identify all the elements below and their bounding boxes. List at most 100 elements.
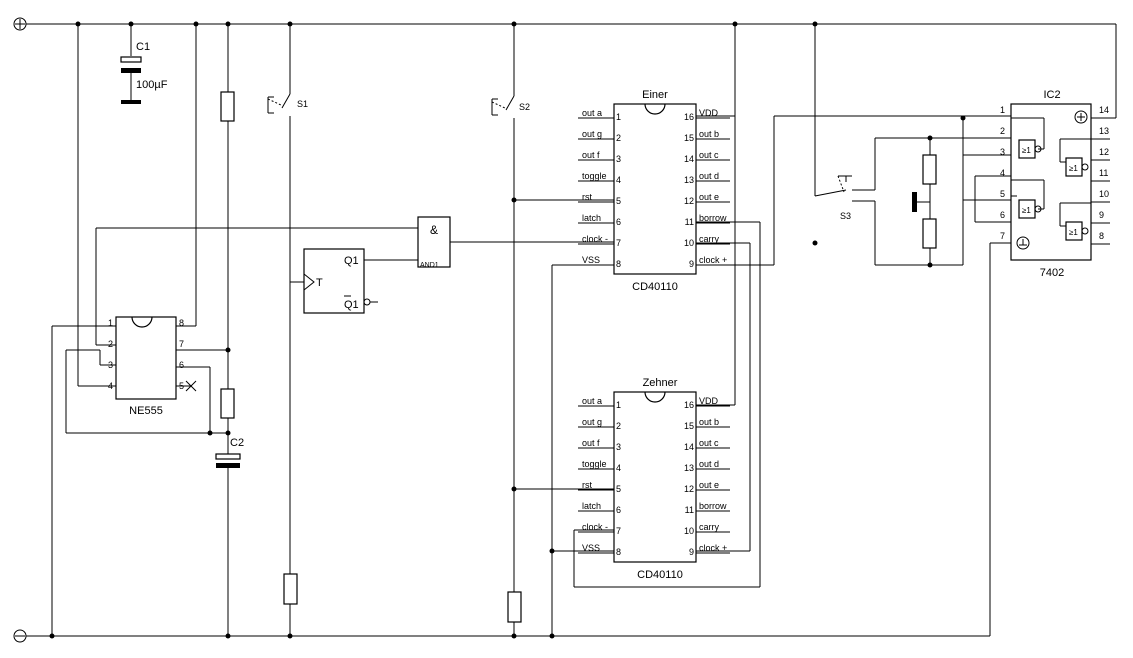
- ic2-right-pin: 8: [1099, 231, 1104, 241]
- s2-label: S2: [519, 102, 530, 112]
- zehner-right-label: borrow: [699, 501, 727, 511]
- negative-rail: [13, 629, 990, 643]
- zehner-right-label: out b: [699, 417, 719, 427]
- zehner-right-label: out d: [699, 459, 719, 469]
- zehner-right-label: out e: [699, 480, 719, 490]
- ne555-pin-6: 6: [179, 360, 184, 370]
- einer-right-label: carry: [699, 234, 719, 244]
- ic2-right-pin: 13: [1099, 126, 1109, 136]
- ic2-left-pin: 5: [1000, 189, 1005, 199]
- switch-s2: S2: [491, 24, 614, 636]
- and-label: AND1: [420, 262, 439, 269]
- junction-dots: [49, 21, 966, 639]
- c2-label: C2: [230, 437, 244, 449]
- einer-left-label: out a: [582, 108, 602, 118]
- einer-right-label: out e: [699, 192, 719, 202]
- ff-clock-label: T: [316, 277, 323, 289]
- zehner-left-label: out g: [582, 417, 602, 427]
- nor-gate-symbol: ≥1: [1069, 164, 1078, 173]
- ic2-left-pin: 3: [1000, 147, 1005, 157]
- zehner-left-pin: 2: [616, 421, 621, 431]
- einer-left-label: out g: [582, 129, 602, 139]
- einer-left-pin: 7: [616, 238, 621, 248]
- einer-left-label: rst: [582, 192, 592, 202]
- zehner-right-label: carry: [699, 522, 719, 532]
- zehner-left-pin: 8: [616, 547, 621, 557]
- ne555-pin-3: 3: [108, 360, 113, 370]
- einer-left-label: clock -: [582, 234, 608, 244]
- einer-left-pin: 2: [616, 133, 621, 143]
- flip-flop: T Q1 Q1: [290, 248, 418, 314]
- zehner-right-pin: 14: [684, 442, 694, 452]
- ne555-chip: 1 2 3 4 8 7 6 5 NE555: [108, 316, 184, 417]
- nor-gate-symbol: ≥1: [1022, 146, 1031, 155]
- einer-left-pin: 5: [616, 196, 621, 206]
- s1-label: S1: [297, 99, 308, 109]
- zehner-left-pin: 1: [616, 400, 621, 410]
- ne555-pin-4: 4: [108, 381, 113, 391]
- einer-left-label: out f: [582, 150, 600, 160]
- zehner-left-pin: 7: [616, 526, 621, 536]
- zehner-left-label: clock -: [582, 522, 608, 532]
- einer-right-label: borrow: [699, 213, 727, 223]
- ic2-right-pin: 14: [1099, 105, 1109, 115]
- ic2-left-pin: 6: [1000, 210, 1005, 220]
- einer-right-label: out c: [699, 150, 719, 160]
- resistor-r2: [220, 388, 235, 419]
- einer-right-label: VDD: [699, 108, 719, 118]
- einer-right-pin: 15: [684, 133, 694, 143]
- einer-right-pin: 16: [684, 112, 694, 122]
- ic2-right-pin: 9: [1099, 210, 1104, 220]
- zehner-left-label: out a: [582, 396, 602, 406]
- positive-rail: [13, 17, 1117, 119]
- zehner-right-label: VDD: [699, 396, 719, 406]
- ne555-pin-5: 5: [179, 381, 184, 391]
- einer-right-pin: 14: [684, 154, 694, 164]
- einer-left-label: latch: [582, 213, 601, 223]
- zehner-left-label: latch: [582, 501, 601, 511]
- einer-title: Einer: [642, 89, 668, 101]
- einer-right-label: out b: [699, 129, 719, 139]
- einer-left-pin: 8: [616, 259, 621, 269]
- switch-s1: S1: [267, 24, 308, 636]
- einer-right-label: out d: [699, 171, 719, 181]
- einer-left-label: toggle: [582, 171, 607, 181]
- zehner-left-pin: 4: [616, 463, 621, 473]
- capacitor-c1: C1 100µF: [120, 24, 168, 104]
- and-symbol: &: [430, 223, 438, 237]
- zehner-right-pin: 10: [684, 526, 694, 536]
- zehner-left-label: toggle: [582, 459, 607, 469]
- einer-left-pin: 3: [616, 154, 621, 164]
- s3-label: S3: [840, 211, 851, 221]
- ff-qbar-label: Q1: [344, 299, 359, 311]
- einer-right-pin: 10: [684, 238, 694, 248]
- zehner-part: CD40110: [637, 569, 683, 581]
- resistor-s1: [283, 573, 298, 605]
- resistor-s2: [507, 591, 522, 623]
- zehner-right-label: clock +: [699, 543, 727, 553]
- ne555-pin-8: 8: [179, 318, 184, 328]
- einer-left-pin: 1: [616, 112, 621, 122]
- zehner-left-label: rst: [582, 480, 592, 490]
- ne555-label: NE555: [129, 405, 163, 417]
- zehner-right-label: out c: [699, 438, 719, 448]
- einer-chip: Einer CD40110 out a 1 VDD 16 out g 2 out b 15 ou…: [578, 89, 730, 293]
- einer-right-pin: 9: [689, 259, 694, 269]
- cap-s3: [912, 192, 917, 212]
- ne555-wiring: [51, 24, 418, 636]
- ic2-name: IC2: [1043, 89, 1060, 101]
- einer-part: CD40110: [632, 281, 678, 293]
- switch-s3: S3: [814, 24, 1040, 266]
- zehner-left-label: out f: [582, 438, 600, 448]
- zehner-left-label: VSS: [582, 543, 600, 553]
- einer-right-pin: 13: [684, 175, 694, 185]
- ne555-pin-1: 1: [108, 318, 113, 328]
- resistor-r1: [220, 91, 235, 122]
- zehner-right-pin: 9: [689, 547, 694, 557]
- c1-value: 100µF: [136, 79, 168, 91]
- zehner-left-pin: 6: [616, 505, 621, 515]
- nor-gate-symbol: ≥1: [1022, 206, 1031, 215]
- einer-right-pin: 11: [685, 217, 694, 227]
